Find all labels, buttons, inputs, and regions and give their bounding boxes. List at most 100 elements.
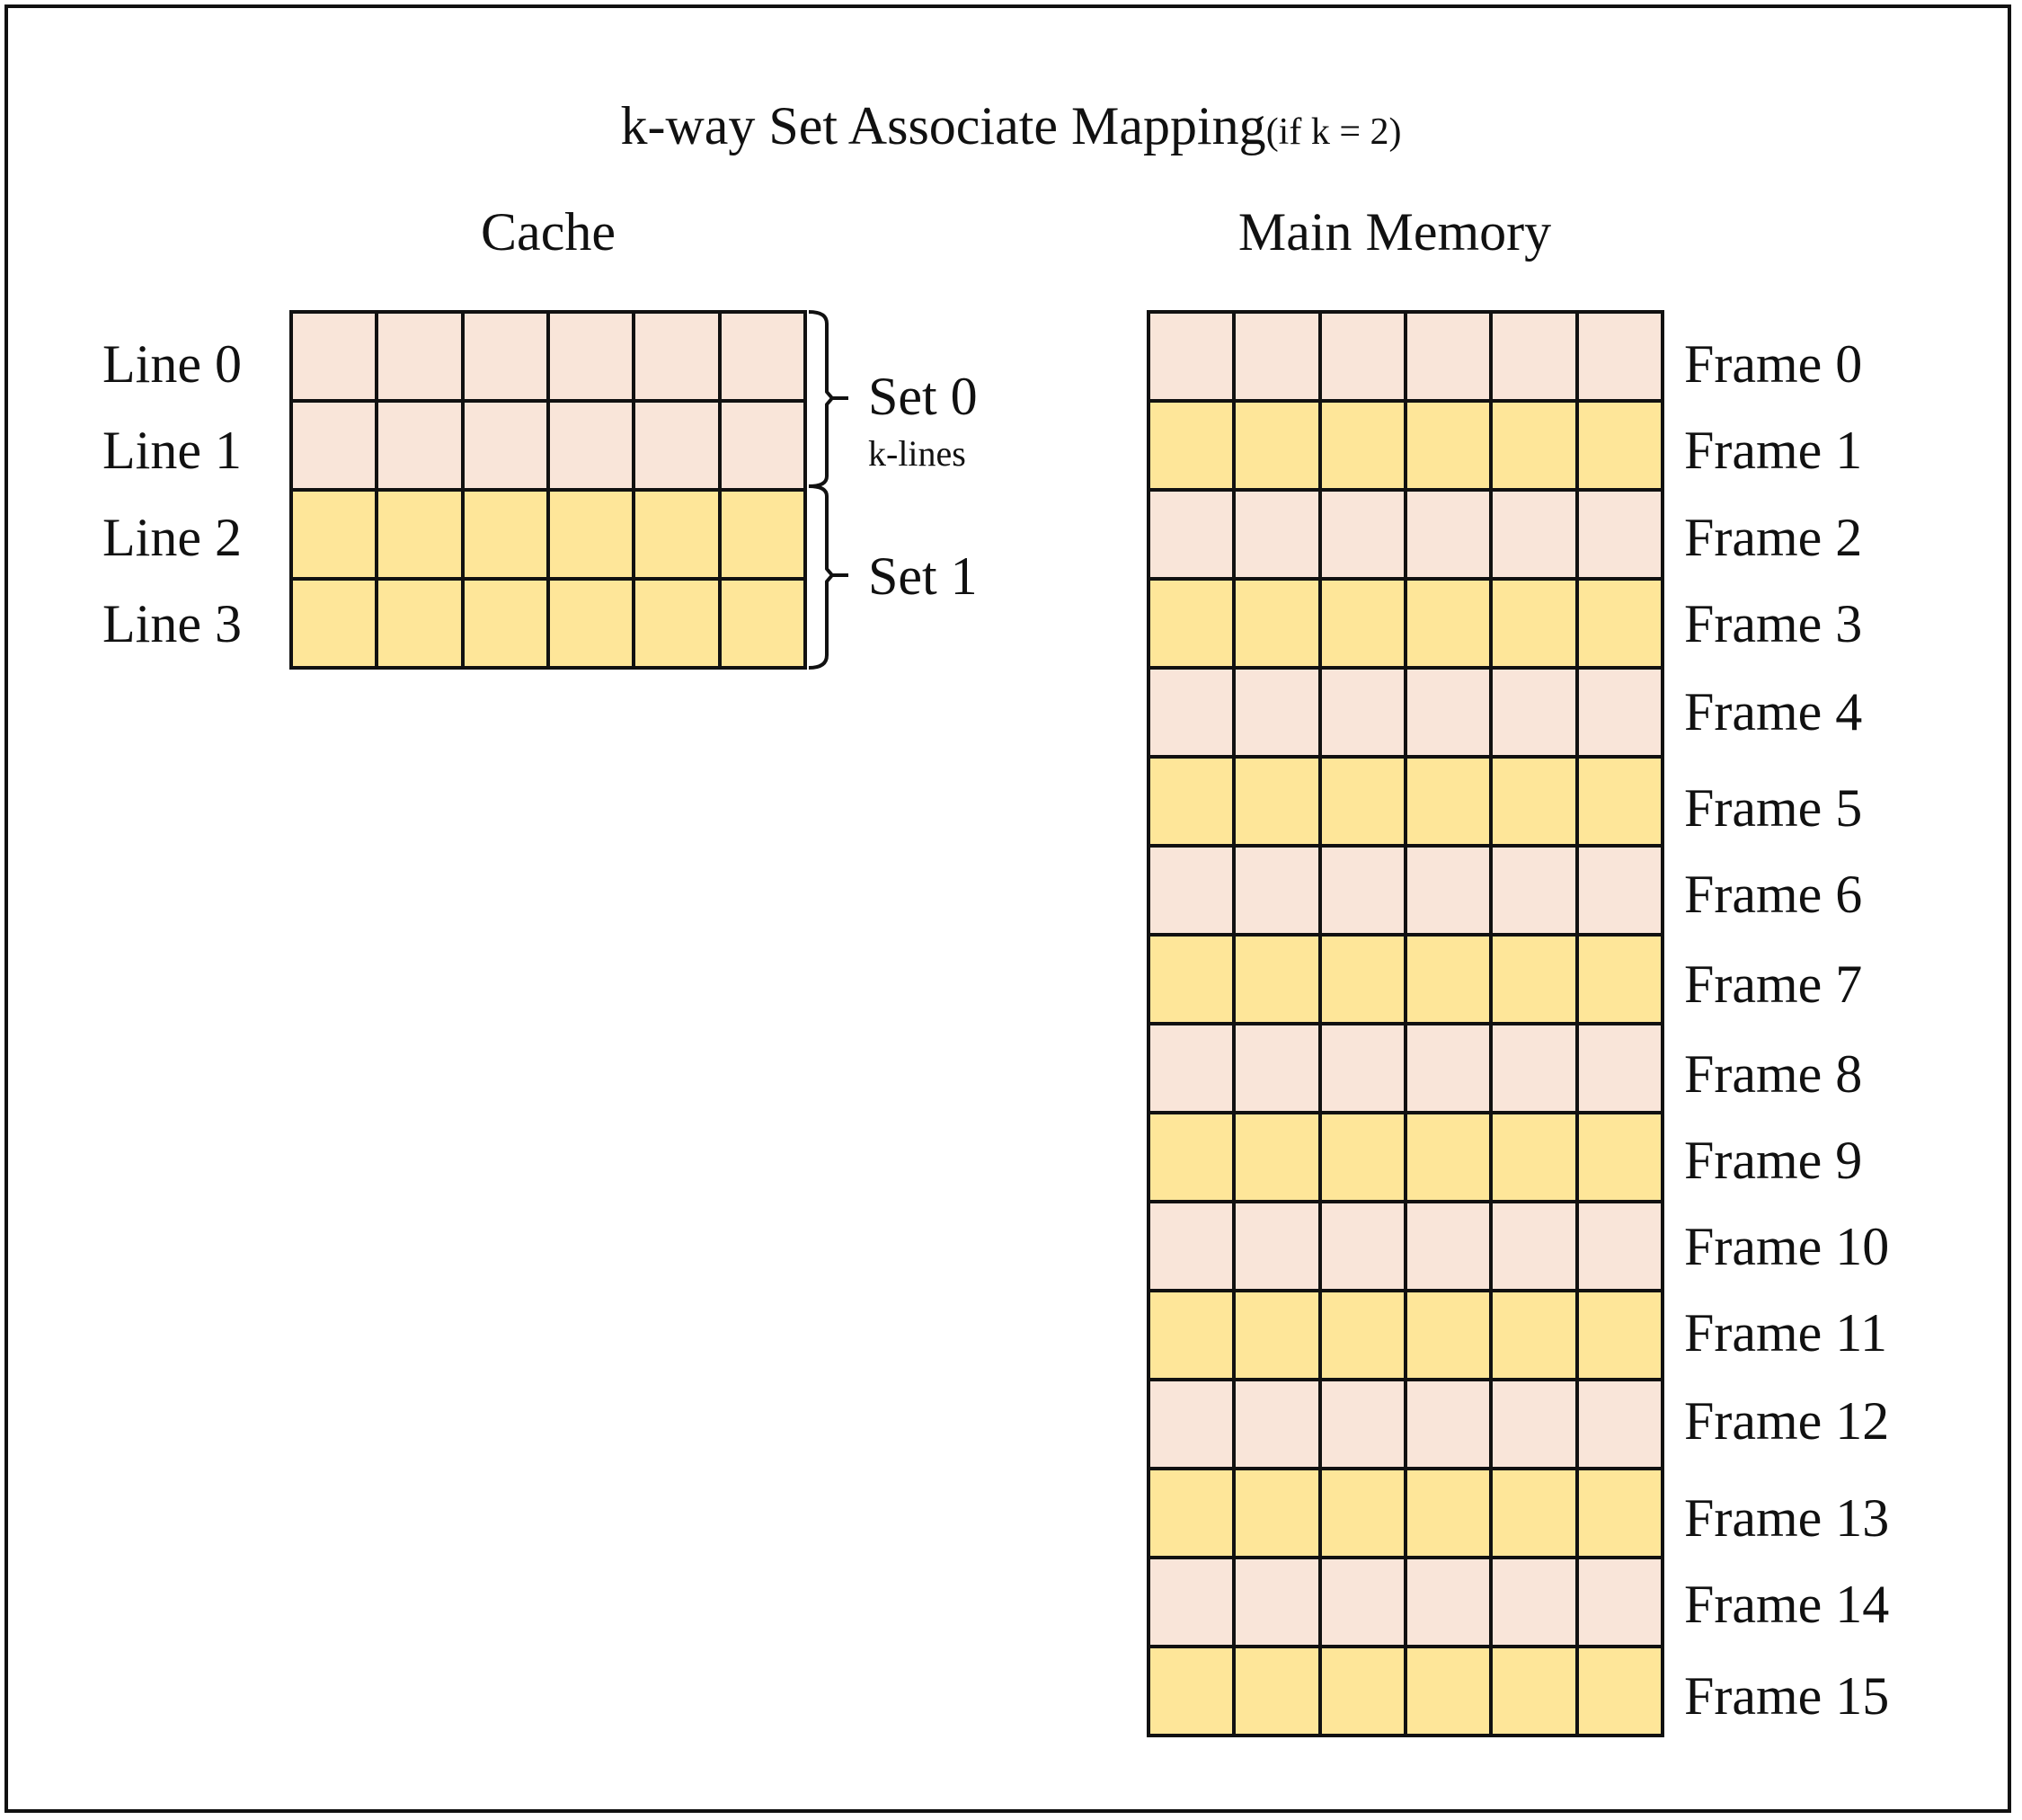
memory-block-cell (1150, 1470, 1237, 1559)
memory-block-cell (1406, 1025, 1494, 1114)
memory-block-cell (1578, 581, 1664, 670)
memory-block-cell (1150, 492, 1237, 581)
memory-block-cell (1406, 1114, 1494, 1203)
memory-block-cell (1321, 937, 1407, 1025)
cache-block-cell (721, 581, 807, 670)
memory-block-cell (1236, 670, 1322, 759)
memory-block-cell (1321, 492, 1407, 581)
cache-block-cell (721, 492, 807, 581)
memory-block-cell (1321, 1114, 1407, 1203)
frame-label: Frame 14 (1684, 1575, 1890, 1634)
memory-block-cell (1236, 759, 1322, 848)
memory-block-cell (1321, 403, 1407, 492)
frame-label: Frame 5 (1684, 778, 1863, 838)
memory-block-cell (1578, 937, 1664, 1025)
memory-block-cell (1321, 1470, 1407, 1559)
memory-block-cell (1406, 1292, 1494, 1381)
memory-block-cell (1578, 1648, 1664, 1737)
cache-block-cell (378, 403, 465, 492)
cache-block-cell (721, 403, 807, 492)
memory-block-cell (1236, 403, 1322, 492)
frame-label: Frame 15 (1684, 1666, 1890, 1726)
memory-block-cell (1236, 1381, 1322, 1470)
memory-block-cell (1406, 848, 1494, 937)
memory-block-cell (1236, 1025, 1322, 1114)
set-brackets (808, 310, 848, 670)
memory-block-cell (1406, 1559, 1494, 1648)
main-memory-grid (1147, 310, 1664, 1737)
memory-block-cell (1578, 1559, 1664, 1648)
memory-block-cell (1493, 670, 1579, 759)
title-suffix: (if k = 2) (1265, 111, 1402, 153)
cache-line-label: Line 0 (102, 334, 242, 394)
frame-label: Frame 1 (1684, 421, 1863, 480)
memory-block-cell (1150, 1381, 1237, 1470)
memory-block-cell (1236, 492, 1322, 581)
memory-block-cell (1236, 1470, 1322, 1559)
memory-block-cell (1150, 937, 1237, 1025)
memory-block-cell (1578, 1381, 1664, 1470)
set-0-note: k-lines (868, 433, 966, 474)
main-memory-heading: Main Memory (1237, 202, 1552, 262)
memory-block-cell (1321, 581, 1407, 670)
memory-block-cell (1321, 670, 1407, 759)
cache-block-cell (378, 581, 465, 670)
memory-block-cell (1578, 759, 1664, 848)
cache-block-cell (464, 403, 550, 492)
memory-block-cell (1493, 937, 1579, 1025)
memory-block-cell (1321, 1648, 1407, 1737)
memory-block-cell (1150, 581, 1237, 670)
memory-block-cell (1321, 1381, 1407, 1470)
memory-block-cell (1578, 1292, 1664, 1381)
memory-block-cell (1406, 1470, 1494, 1559)
frame-label: Frame 3 (1684, 594, 1863, 653)
cache-block-cell (635, 492, 722, 581)
cache-block-cell (464, 492, 550, 581)
memory-block-cell (1321, 1292, 1407, 1381)
memory-block-cell (1493, 581, 1579, 670)
title-main: k-way Set Associate Mapping (620, 96, 1266, 155)
memory-block-cell (1493, 1025, 1579, 1114)
cache-block-cell (635, 403, 722, 492)
memory-block-cell (1236, 314, 1322, 403)
memory-block-cell (1578, 848, 1664, 937)
set-1-bracket (808, 484, 834, 670)
memory-block-cell (1578, 670, 1664, 759)
memory-block-cell (1493, 492, 1579, 581)
cache-block-cell (635, 314, 722, 403)
frame-label: Frame 8 (1684, 1044, 1863, 1104)
memory-block-cell (1406, 759, 1494, 848)
memory-block-cell (1150, 1559, 1237, 1648)
memory-block-cell (1321, 759, 1407, 848)
memory-block-cell (1493, 1559, 1579, 1648)
memory-block-cell (1150, 1203, 1237, 1292)
frame-label: Frame 4 (1684, 682, 1863, 741)
memory-block-cell (1406, 1381, 1494, 1470)
memory-block-cell (1493, 759, 1579, 848)
memory-block-cell (1321, 314, 1407, 403)
cache-block-cell (635, 581, 722, 670)
cache-line-label: Line 1 (102, 421, 242, 480)
memory-block-cell (1493, 403, 1579, 492)
memory-block-cell (1236, 1292, 1322, 1381)
cache-block-cell (293, 581, 379, 670)
memory-block-cell (1493, 314, 1579, 403)
set-0-bracket (808, 310, 834, 488)
memory-block-cell (1406, 1648, 1494, 1737)
memory-block-cell (1150, 1025, 1237, 1114)
memory-block-cell (1150, 314, 1237, 403)
diagram-border (4, 4, 2011, 1813)
cache-block-cell (721, 314, 807, 403)
memory-block-cell (1321, 1203, 1407, 1292)
memory-block-cell (1406, 581, 1494, 670)
memory-block-cell (1578, 492, 1664, 581)
memory-block-cell (1578, 314, 1664, 403)
memory-block-cell (1321, 1559, 1407, 1648)
memory-block-cell (1236, 1114, 1322, 1203)
memory-block-cell (1150, 670, 1237, 759)
frame-label: Frame 7 (1684, 954, 1863, 1014)
memory-block-cell (1406, 492, 1494, 581)
cache-block-cell (549, 492, 636, 581)
memory-block-cell (1406, 1203, 1494, 1292)
memory-block-cell (1493, 1203, 1579, 1292)
